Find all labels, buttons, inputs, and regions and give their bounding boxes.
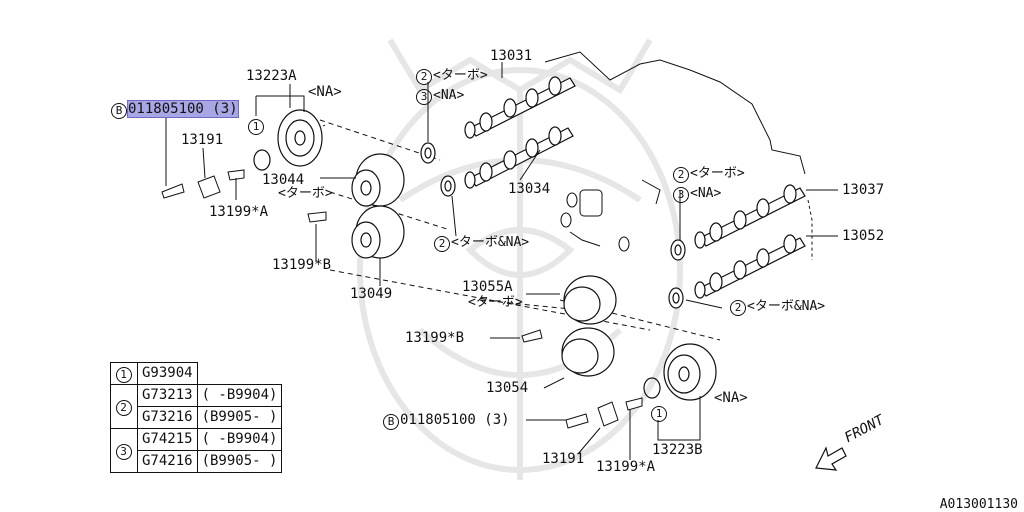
b-callout-icon: B — [111, 103, 127, 119]
label-13191-top: 13191 — [181, 132, 224, 148]
label-na-c3-top: 3<NA> — [416, 88, 464, 105]
callout-2-icon: 2 — [730, 300, 746, 316]
pulley-13055A — [563, 275, 617, 325]
callout-1-bottom: 1 — [651, 406, 667, 422]
callout-3-icon: 3 — [416, 89, 432, 105]
label-turbo-c2-top: 2<ターボ> — [416, 68, 488, 85]
label-13052: 13052 — [842, 228, 885, 244]
table-cell-range: ( -B9904) — [196, 428, 283, 451]
camshaft-13037 — [694, 184, 806, 249]
label-13054: 13054 — [486, 380, 529, 396]
callout-2-icon: 2 — [434, 236, 450, 252]
table-cell-part: G93904 — [137, 362, 198, 385]
cam-sprocket-13223B — [643, 343, 717, 401]
label-13199A-bottom: 13199*A — [596, 459, 656, 475]
table-cell-part: G73213 — [137, 384, 198, 407]
bolt-part-number-highlighted[interactable]: 011805100 (3) — [127, 100, 239, 118]
figure-code: A013001130 — [939, 497, 1018, 512]
label-turbo-c2-right: 2<ターボ> — [673, 166, 745, 183]
camshaft-13034 — [464, 126, 574, 189]
label-13199B-mid: 13199*B — [405, 330, 465, 346]
table-cell-range: (B9905- ) — [196, 406, 283, 429]
label-na-top: <NA> — [308, 84, 342, 100]
table-ref-icon: 1 — [115, 367, 132, 383]
table-cell-part: G74215 — [137, 428, 198, 451]
label-13191-bottom: 13191 — [542, 451, 585, 467]
b-callout-icon: B — [383, 414, 399, 430]
label-13223B: 13223B — [652, 442, 703, 458]
label-turbo-na-c2-mid: 2<ターボ&NA> — [434, 235, 529, 252]
label-13034: 13034 — [508, 181, 551, 197]
front-arrow-icon — [815, 446, 847, 471]
label-13037: 13037 — [842, 182, 885, 198]
label-13055A: 13055A — [462, 279, 513, 295]
label-turbo-na-c2-right: 2<ターボ&NA> — [730, 299, 825, 316]
leader-lines — [165, 62, 838, 460]
table-cell-range: ( -B9904) — [196, 384, 283, 407]
pulley-13049 — [351, 205, 405, 259]
label-13223A: 13223A — [246, 68, 297, 84]
label-13199A-top: 13199*A — [209, 204, 269, 220]
label-13049: 13049 — [350, 286, 393, 302]
label-13055A-turbo: <ターボ> — [468, 295, 523, 310]
table-cell-range — [196, 362, 282, 385]
engine-block-outline — [544, 51, 813, 260]
oil-seals — [420, 142, 686, 309]
table-cell-part: G73216 — [137, 406, 198, 429]
label-na-c3-right: 3<NA> — [673, 186, 721, 203]
pulley-13054 — [561, 327, 615, 377]
camshaft-13031 — [464, 76, 576, 139]
callout-1-top: 1 — [248, 119, 264, 135]
table-row: G73216 (B9905- ) — [111, 406, 283, 429]
center-small-parts — [560, 179, 661, 252]
table-row: G74216 (B9905- ) — [111, 450, 283, 473]
label-13044-turbo: <ターボ> — [278, 186, 333, 201]
pulley-13044 — [351, 153, 405, 207]
label-13044: 13044 — [262, 172, 305, 188]
camshaft-13052 — [694, 234, 806, 299]
callout-3-icon: 3 — [673, 187, 689, 203]
label-na-bottom: <NA> — [714, 390, 748, 406]
parts-table: 1 G93904 2 G73213 ( -B9904) G73216 (B990… — [110, 362, 283, 473]
callout-2-icon: 2 — [416, 69, 432, 85]
table-ref-icon: 2 — [115, 400, 132, 416]
table-row: 1 G93904 — [110, 362, 282, 385]
table-ref-icon: 3 — [115, 444, 132, 460]
label-13031: 13031 — [490, 48, 533, 64]
cam-sprocket-13223A — [253, 109, 323, 171]
bolts-and-plates — [161, 169, 643, 429]
label-13199B-left: 13199*B — [272, 257, 332, 273]
callout-2-icon: 2 — [673, 167, 689, 183]
table-cell-part: G74216 — [137, 450, 198, 473]
table-cell-range: (B9905- ) — [196, 450, 283, 473]
table-row: 3 G74215 ( -B9904) — [110, 428, 283, 473]
table-row: 2 G73213 ( -B9904) — [110, 384, 283, 429]
